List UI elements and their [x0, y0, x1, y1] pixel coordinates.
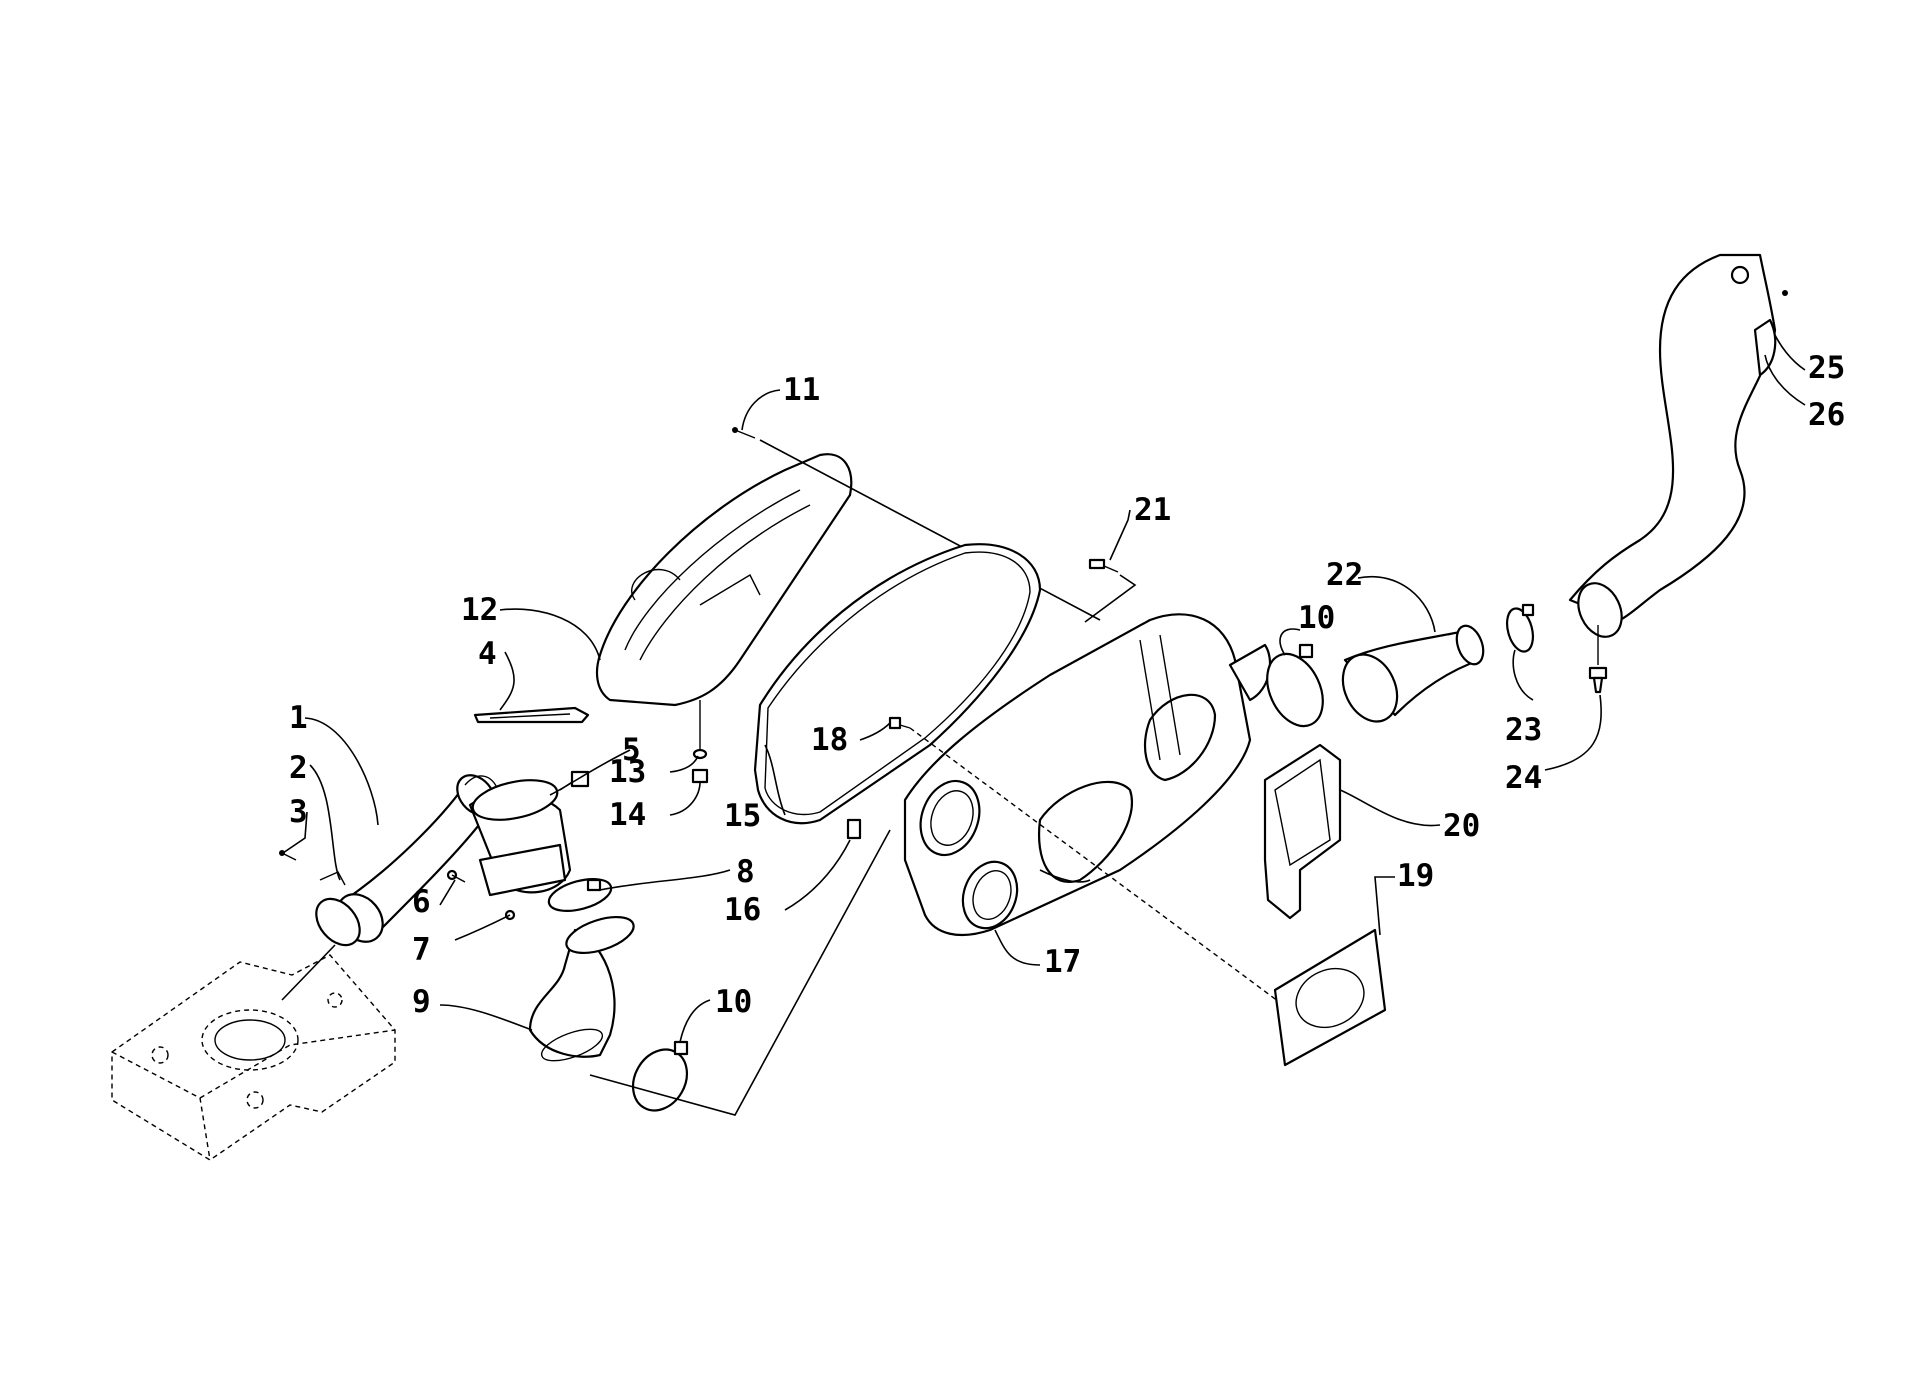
callout-6: 6: [412, 884, 431, 920]
callout-24: 24: [1505, 760, 1542, 796]
inner-cover-17: [903, 613, 1272, 937]
callout-10-upper: 10: [1298, 600, 1335, 636]
plate-19: [1273, 928, 1387, 1067]
intake-tube-26: [1568, 253, 1777, 638]
callout-19: 19: [1397, 858, 1434, 894]
pin-16: [846, 818, 862, 840]
outer-cover-12: [595, 453, 853, 707]
bolt-21: [1088, 558, 1119, 573]
callout-4: 4: [478, 636, 497, 672]
strap-4: [473, 706, 590, 724]
elbow-duct-9: [528, 915, 635, 1062]
washer-13: [692, 748, 708, 760]
callout-1: 1: [289, 700, 308, 736]
clamp-10-upper: [1266, 643, 1324, 728]
screw-3: [279, 850, 297, 861]
bolt-11: [732, 427, 756, 439]
callout-25: 25: [1808, 350, 1845, 386]
callout-5: 5: [622, 732, 641, 768]
screw-14: [691, 768, 709, 784]
callout-7: 7: [412, 932, 431, 968]
callout-2: 2: [289, 750, 308, 786]
duct-22: [1341, 624, 1485, 723]
clamp-8: [547, 878, 613, 912]
callout-26: 26: [1808, 397, 1845, 433]
callout-15: 15: [724, 798, 761, 834]
callout-21: 21: [1134, 492, 1171, 528]
callout-12: 12: [461, 592, 498, 628]
callout-17: 17: [1044, 944, 1081, 980]
callout-13: 13: [609, 754, 646, 790]
callout-8: 8: [736, 854, 755, 890]
adapter-5: [468, 770, 590, 897]
callout-11: 11: [783, 372, 820, 408]
clamp-10-lower: [631, 1040, 689, 1112]
callout-16: 16: [724, 892, 761, 928]
callout-3: 3: [289, 794, 308, 830]
gasket-15: [753, 543, 1042, 825]
callout-10-lower: 10: [715, 984, 752, 1020]
callout-18: 18: [811, 722, 848, 758]
callout-14: 14: [609, 797, 646, 833]
screw-25: [1782, 290, 1788, 296]
callout-22: 22: [1326, 557, 1363, 593]
clamp-23: [1505, 603, 1535, 653]
callout-9: 9: [412, 984, 431, 1020]
callout-20: 20: [1443, 808, 1480, 844]
gasket-20: [1263, 743, 1342, 920]
callout-23: 23: [1505, 712, 1542, 748]
screw-6: [446, 869, 466, 883]
fastener-24: [1588, 625, 1608, 694]
engine-base-housing: [111, 954, 396, 1161]
